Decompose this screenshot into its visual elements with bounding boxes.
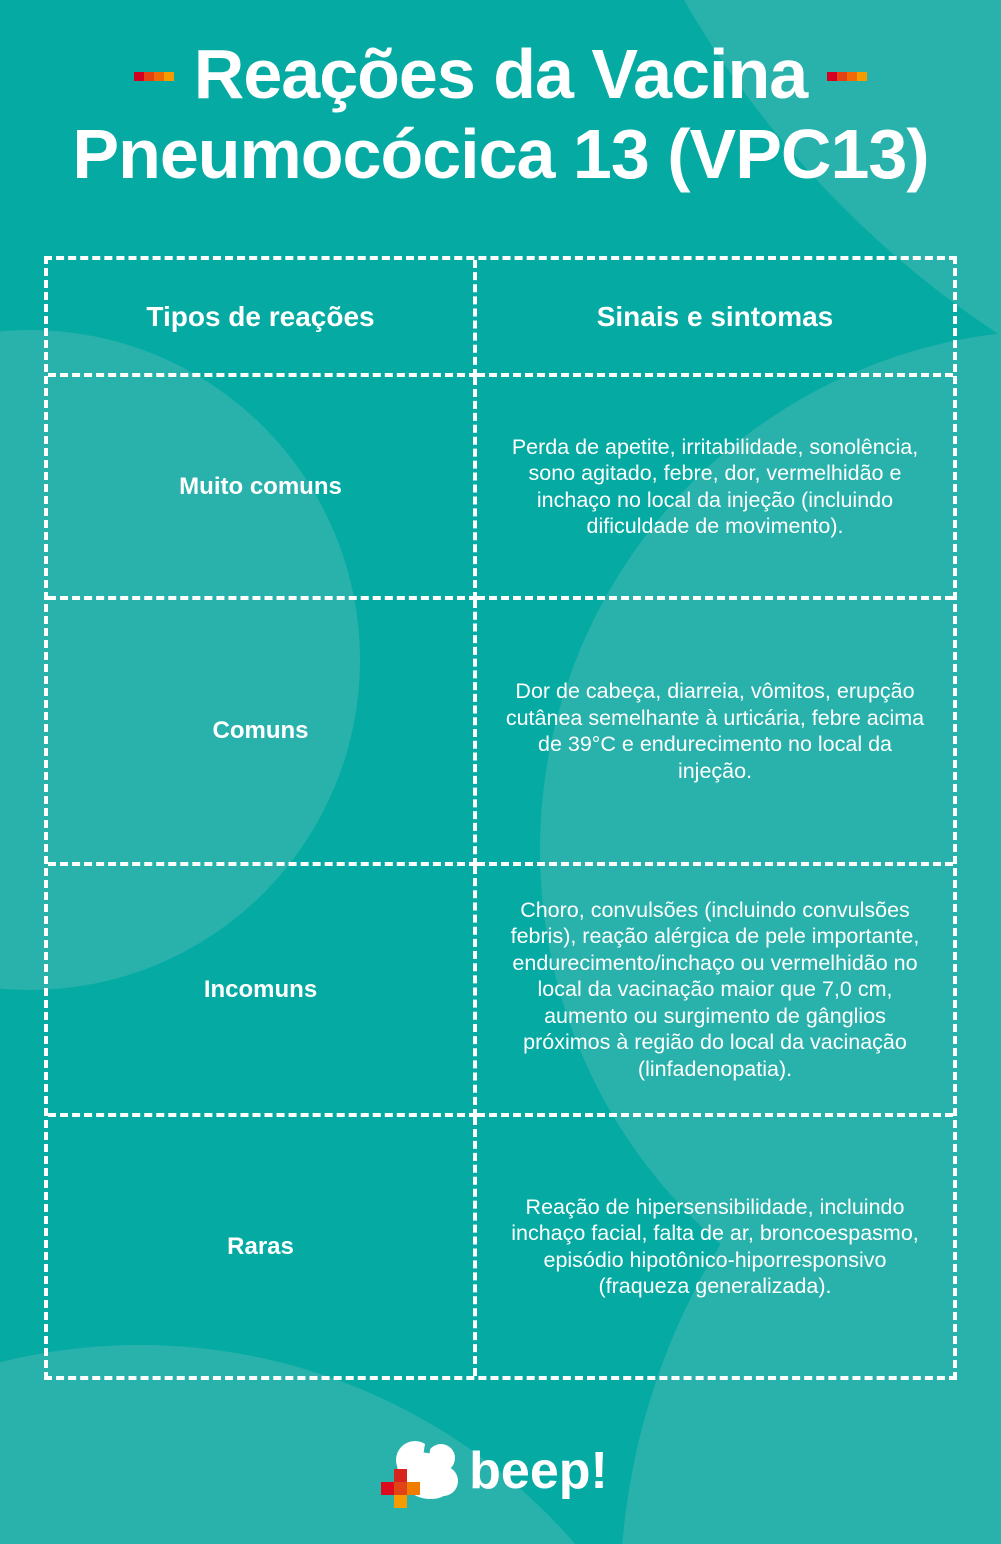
column-header-signs-symptoms: Sinais e sintomas xyxy=(477,260,953,377)
heart-b-icon xyxy=(381,1435,463,1508)
gradient-dash-right-icon xyxy=(827,71,868,81)
footer: beep! xyxy=(0,1435,1001,1508)
row-label-raras: Raras xyxy=(48,1117,477,1376)
row-label-incomuns: Incomuns xyxy=(48,866,477,1117)
row-label-comuns: Comuns xyxy=(48,600,477,866)
beep-logo-text: beep! xyxy=(469,1442,608,1500)
page-title-line-2: Pneumocócica 13 (VPC13) xyxy=(72,115,929,193)
title-block: Reações da Vacina Pneumocócica 13 (VPC13… xyxy=(0,34,1001,194)
column-header-reaction-types: Tipos de reações xyxy=(48,260,477,377)
row-symptoms-incomuns: Choro, convulsões (incluindo convulsões … xyxy=(477,866,953,1117)
beep-logo: beep! xyxy=(381,1435,608,1508)
gradient-dash-left-icon xyxy=(133,71,174,81)
title-line-1-row: Reações da Vacina xyxy=(0,34,1001,114)
plus-cross-icon xyxy=(381,1469,421,1508)
row-symptoms-raras: Reação de hipersensibilidade, incluindo … xyxy=(511,1194,919,1299)
page-title-line-1: Reações da Vacina xyxy=(193,35,808,113)
row-label-muito-comuns: Muito comuns xyxy=(48,377,477,600)
row-symptoms-comuns: Dor de cabeça, diarreia, vômitos, erupçã… xyxy=(477,600,953,866)
reactions-table: Tipos de reações Sinais e sintomas Muito… xyxy=(44,256,957,1380)
row-symptoms-muito-comuns: Perda de apetite, irritabilidade, sonolê… xyxy=(477,377,953,600)
